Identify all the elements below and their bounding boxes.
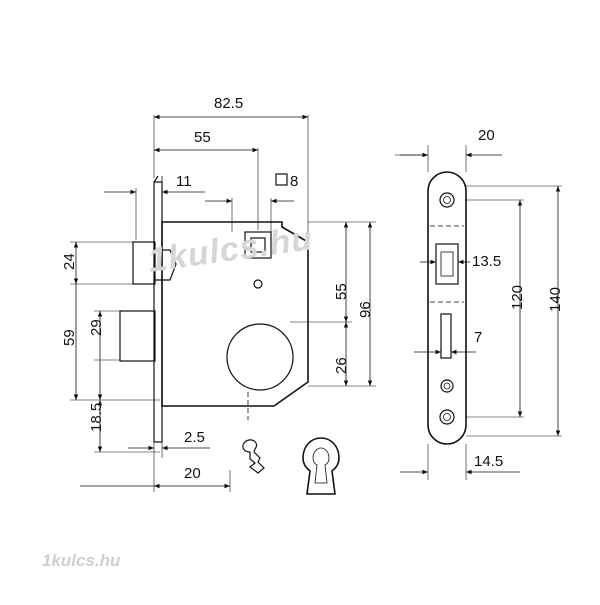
front-plate <box>427 171 467 445</box>
dimension-labels: 82.5 55 11 8 20 24 59 29 18.5 2.5 20 55 … <box>61 95 564 482</box>
square-symbol-icon <box>275 173 288 186</box>
dead-bolt <box>119 310 156 362</box>
bolt-opening <box>440 313 452 359</box>
watermark-text: 1kulcs.hu <box>146 219 316 280</box>
dim-82-5: 82.5 <box>214 95 243 112</box>
euro-cylinder-profile <box>302 437 340 495</box>
dim-20-top: 20 <box>478 127 495 144</box>
footer-watermark: 1kulcs.hu <box>42 551 121 570</box>
keyhole-profiles <box>242 437 340 495</box>
dim-11: 11 <box>176 173 192 190</box>
dim-96: 96 <box>357 301 374 318</box>
dim-24: 24 <box>61 253 78 270</box>
dimension-lines <box>73 114 561 489</box>
dim-13-5: 13.5 <box>472 253 501 270</box>
dim-18-5: 18.5 <box>88 403 105 432</box>
dim-2-5: 2.5 <box>184 429 205 446</box>
bit-key-profile <box>242 439 265 474</box>
lock-body <box>119 175 309 443</box>
dim-55-height: 55 <box>333 283 350 300</box>
dim-14-5: 14.5 <box>474 453 503 470</box>
dim-20-bottom: 20 <box>184 465 201 482</box>
extension-lines <box>70 115 562 492</box>
dim-140: 140 <box>547 287 564 312</box>
latch-bolt <box>132 241 156 285</box>
screw-hole <box>253 279 263 289</box>
dim-120: 120 <box>509 285 526 310</box>
front-faceplate <box>427 171 467 445</box>
dim-8: 8 <box>290 173 298 190</box>
cylinder-hole <box>226 323 294 391</box>
dim-59: 59 <box>61 329 78 346</box>
latch-opening <box>435 243 459 285</box>
follower <box>244 231 272 259</box>
dim-29: 29 <box>88 319 105 336</box>
dim-26: 26 <box>333 357 350 374</box>
lock-case <box>161 221 309 407</box>
dim-55-backset: 55 <box>194 129 211 146</box>
dim-7: 7 <box>474 329 482 346</box>
